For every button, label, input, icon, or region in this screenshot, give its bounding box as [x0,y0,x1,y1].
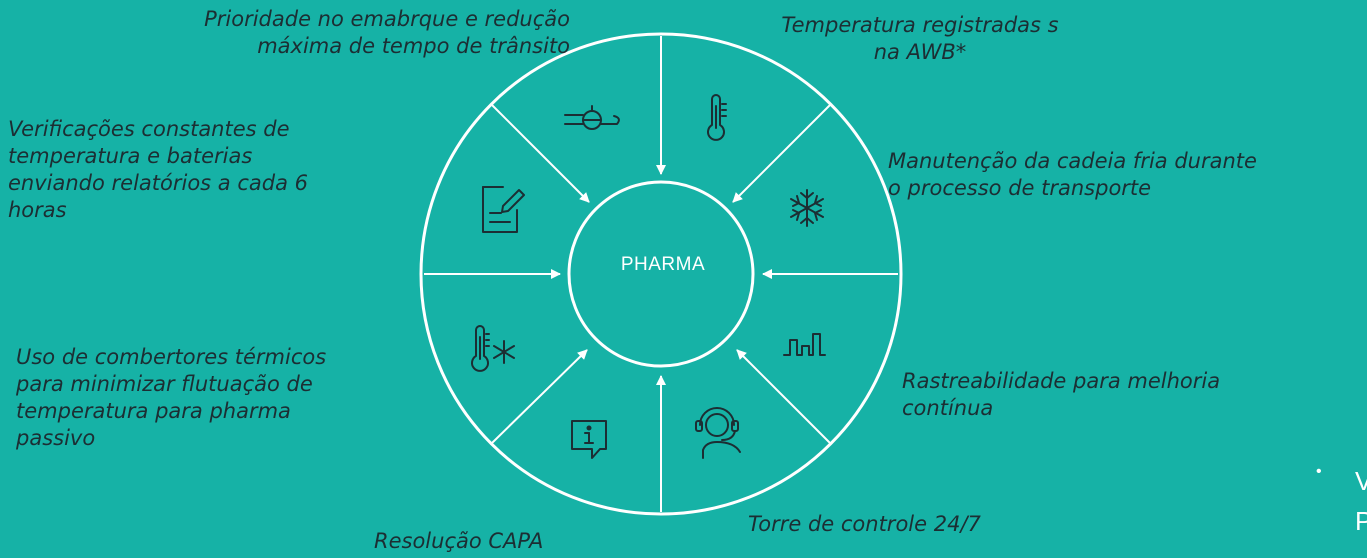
cut-off-text-top: V [1355,466,1367,496]
bar-chart-icon [783,333,826,356]
label-constant-checks: Verificações constantes de temperatura e… [8,117,308,222]
label-temperature-awb: Temperatura registradas s na AWB* [781,13,1059,64]
arrow-top-left [491,104,590,203]
label-priority-boarding: Prioridade no emabrque e redução máxima … [204,7,570,58]
info-chat-icon [571,420,607,459]
cut-off-text-bottom: P [1355,506,1367,536]
arrow-top-right [732,104,831,203]
label-thermal-blankets: Uso de combertores térmicos para minimiz… [16,345,327,450]
airplane-icon [564,105,620,130]
arrow-bottom-left [491,349,588,444]
outer-ring [419,32,903,516]
arrow-bottom-right [736,349,831,444]
thermometer-icon [707,94,727,141]
headset-agent-icon [695,407,741,459]
label-traceability: Rastreabilidade para melhoria contínua [902,369,1221,420]
cut-off-bullet: • [1316,463,1322,480]
label-cold-chain: Manutenção da cadeia fria durante o proc… [888,149,1257,200]
thermometer-snowflake-icon [471,325,515,372]
label-control-tower: Torre de controle 24/7 [748,512,981,536]
checklist-edit-icon [482,186,525,233]
snowflake-icon [790,189,824,227]
center-pharma-label: PHARMA [620,254,706,275]
inner-ring [567,180,755,368]
label-capa-resolution: Resolução CAPA [374,529,544,553]
